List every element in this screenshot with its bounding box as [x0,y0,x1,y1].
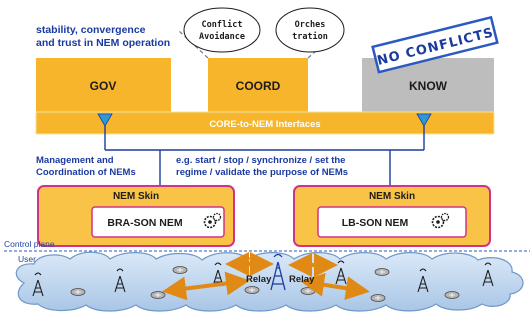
relay-arrows [162,252,370,301]
management-text-line-2: Coordination of NEMs [36,167,136,178]
svg-text:NEM Skin: NEM Skin [113,191,159,202]
nem-skin-left: NEM Skin BRA-SON NEM [37,185,235,247]
relay-icon [270,253,286,291]
coord-box [208,58,308,112]
core-nem-connectors [104,126,425,186]
interface-triangle-left [97,113,113,127]
gov-label: GOV [90,79,117,93]
interface-triangle-right [416,113,432,127]
svg-text:NEM Skin: NEM Skin [369,191,415,202]
control-plane-label: Control plane [4,239,55,249]
relay-label-left: Relay [246,274,272,285]
gear-icon [431,212,450,229]
conflict-avoidance-ellipse: Conflict Avoidance [183,7,261,53]
bra-son-nem-box [91,206,225,238]
gov-box [36,58,171,112]
lb-son-nem-label: LB-SON NEM [342,217,409,229]
example-text-line-1: e.g. start / stop / synchronize / set th… [176,155,345,166]
orchestration-ellipse: Orches tration [275,7,345,53]
stability-text-line-2: and trust in NEM operation [36,37,170,49]
management-text-line-1: Management and [36,155,114,166]
svg-text:tration: tration [292,31,328,42]
lb-son-nem-box [317,206,467,238]
interfaces-label: CORE-to-NEM Interfaces [209,119,320,130]
gear-icon [203,212,222,229]
relay-label-right: Relay [289,274,315,285]
core-to-nem-interfaces-bar [35,111,495,135]
bra-son-nem-label: BRA-SON NEM [107,217,183,229]
coord-label: COORD [236,79,281,93]
example-text-line-2: regime / validate the purpose of NEMs [176,167,348,178]
know-label: KNOW [409,79,448,93]
svg-text:Orches: Orches [295,20,326,30]
network-cloud [15,251,524,312]
nem-skin-right: NEM Skin LB-SON NEM [293,185,491,247]
svg-text:Avoidance: Avoidance [199,31,245,42]
svg-text:Conflict: Conflict [202,19,243,30]
stability-text-line-1: stability, convergence [36,24,146,36]
